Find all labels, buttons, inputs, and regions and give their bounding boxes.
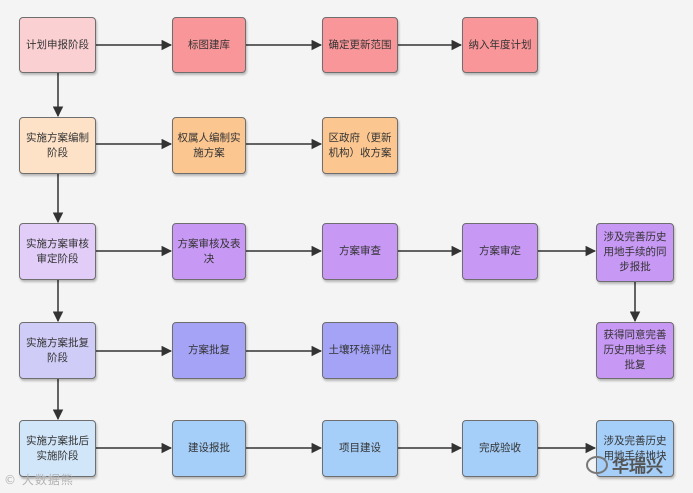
node-implement-stage: 实施方案批后实施阶段 [19, 420, 96, 477]
wechat-logo-icon [586, 455, 608, 474]
node-owner-compile: 权属人编制实施方案 [172, 117, 246, 174]
node-review-stage: 实施方案审核审定阶段 [19, 223, 96, 280]
node-plan-apply-stage: 计划申报阶段 [19, 17, 96, 73]
node-acceptance: 完成验收 [462, 420, 538, 477]
watermark-right: 华瑞兴 [586, 452, 663, 477]
node-construction-report: 建设报批 [172, 420, 246, 477]
node-district-receive: 区政府（更新机构）收方案 [322, 117, 398, 174]
node-plan-approve: 方案审定 [462, 223, 538, 280]
node-soil-assessment: 土壤环境评估 [322, 322, 398, 379]
node-plan-examine: 方案审查 [322, 223, 398, 280]
node-plan-reply: 方案批复 [172, 322, 246, 379]
node-project-build: 项目建设 [322, 420, 398, 477]
node-review-vote: 方案审核及表决 [172, 223, 246, 280]
node-plan-compile-stage: 实施方案编制阶段 [19, 117, 96, 174]
node-sync-report: 涉及完善历史用地手续的同步报批 [596, 223, 674, 282]
node-history-plot: 涉及完善历史用地手续地块 [596, 420, 674, 477]
node-reply-stage: 实施方案批复阶段 [19, 322, 96, 379]
node-history-approval: 获得同意完善历史用地手续批复 [596, 322, 674, 379]
node-define-scope: 确定更新范围 [322, 17, 398, 73]
watermark-right-text: 华瑞兴 [612, 457, 663, 477]
watermark-left: © 大数据熊 [4, 473, 74, 487]
node-annual-plan: 纳入年度计划 [462, 17, 538, 73]
node-map-database: 标图建库 [172, 17, 246, 73]
